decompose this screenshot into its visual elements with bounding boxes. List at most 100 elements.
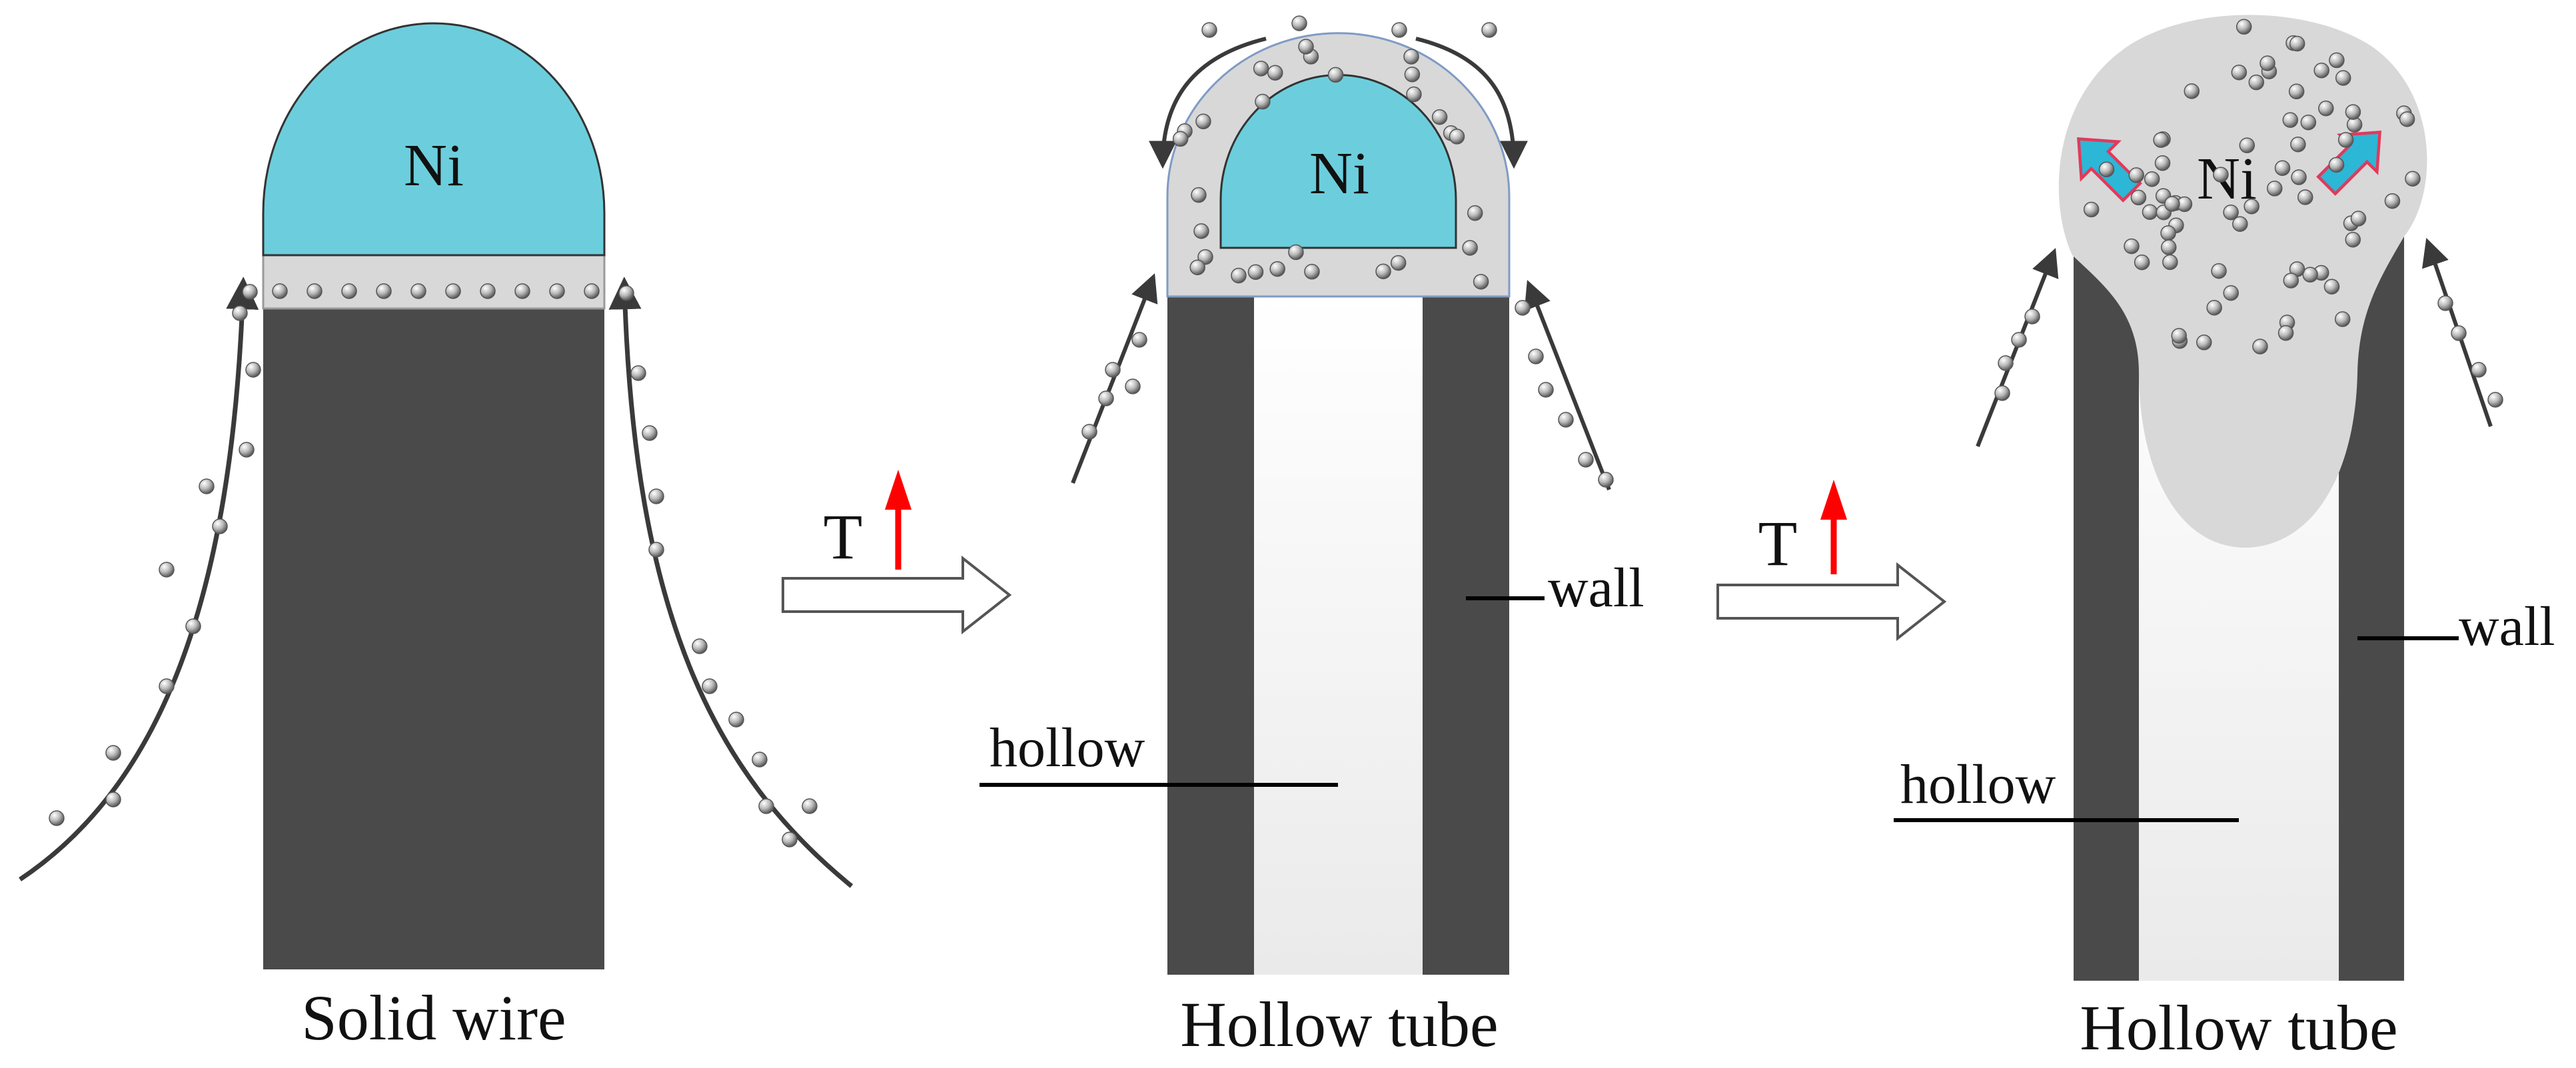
particle: [1105, 362, 1121, 378]
particle: [1390, 255, 1407, 271]
particle: [376, 283, 392, 299]
particle: [1327, 67, 1344, 83]
left-flow-arrow: [1071, 273, 1158, 484]
nickel-label: Ni: [404, 133, 464, 199]
particle: [2337, 132, 2354, 148]
particle: [1098, 390, 1114, 406]
particle: [642, 425, 658, 441]
particle: [307, 283, 322, 299]
tube-hollow: [1253, 296, 1425, 975]
particle: [1081, 424, 1097, 440]
particle: [2290, 137, 2306, 153]
particle: [2196, 334, 2212, 350]
particle: [2098, 161, 2115, 178]
particle: [2231, 64, 2248, 81]
particle: [2487, 392, 2503, 408]
particle: [1431, 109, 1448, 125]
particle: [2297, 189, 2313, 205]
particle: [1193, 223, 1209, 239]
particle: [1473, 274, 1489, 290]
particle: [1403, 49, 1419, 65]
left-flow-arrow: [19, 276, 259, 881]
particle: [2283, 272, 2299, 288]
particle: [1462, 240, 1478, 256]
particle: [232, 305, 248, 321]
caption: Hollow tube: [1180, 989, 1498, 1060]
particle-group: [1081, 15, 1614, 488]
particle: [2184, 83, 2200, 99]
particle: [1558, 412, 1574, 428]
particle: [1449, 129, 1465, 145]
particle: [2171, 328, 2187, 344]
nickel-cap: [262, 22, 606, 257]
particle: [2345, 104, 2361, 120]
right-flow-arrow: [1524, 280, 1611, 491]
particle: [245, 362, 261, 378]
particle: [2130, 189, 2147, 206]
particle: [692, 638, 708, 654]
particle: [2451, 325, 2467, 341]
particle: [2248, 74, 2265, 91]
particle: [2318, 100, 2334, 117]
temperature-label: T: [1758, 508, 1798, 579]
particle: [1528, 348, 1544, 364]
particle: [1267, 65, 1283, 81]
hollow-right-arrow-icon: [782, 555, 1012, 635]
tube-right-wall: [1423, 296, 1509, 975]
particle: [2399, 111, 2415, 127]
particle: [514, 283, 530, 299]
particle: [1998, 355, 2014, 371]
red-up-arrow-head: [885, 470, 912, 510]
particle: [1467, 205, 1483, 221]
particle: [2239, 137, 2255, 153]
particle: [1191, 187, 1207, 203]
particle: [212, 518, 228, 534]
particle: [2288, 83, 2305, 100]
transition-2: T: [1716, 480, 1947, 642]
particle: [272, 283, 288, 299]
particle: [752, 752, 768, 768]
particle: [758, 798, 774, 814]
particle: [1304, 264, 1320, 280]
particle: [49, 810, 65, 826]
particle-group: [1994, 19, 2503, 408]
particle: [549, 283, 565, 299]
particle: [2384, 193, 2401, 209]
particle: [1269, 261, 1285, 277]
particle: [2206, 300, 2222, 316]
particle: [185, 618, 201, 634]
particle: [702, 678, 718, 694]
particle: [1375, 263, 1391, 280]
particle: [2289, 35, 2305, 52]
particle: [2223, 284, 2239, 301]
particle-group: [49, 283, 818, 847]
particle: [2471, 362, 2487, 378]
particle: [242, 284, 258, 300]
hollow-right-arrow-icon: [1716, 562, 1947, 642]
particle: [2164, 196, 2180, 212]
particle: [239, 442, 255, 458]
particle: [1598, 472, 1614, 488]
particle: [2313, 63, 2329, 79]
particle: [2244, 199, 2259, 215]
particle: [2154, 155, 2171, 171]
particle: [2300, 114, 2317, 131]
particle: [159, 562, 175, 578]
red-up-arrow-head: [1820, 480, 1847, 520]
particle: [2328, 157, 2345, 173]
particle: [2259, 55, 2275, 71]
particle: [1201, 22, 1217, 38]
particle: [1131, 332, 1147, 348]
solid-wire-body: [263, 306, 604, 969]
particle: [1391, 22, 1407, 38]
panel-hollow-tube-1: Ni wall hollow Hollow tube: [979, 15, 1644, 1060]
particle: [2282, 112, 2299, 128]
particle: [1247, 264, 1264, 280]
particle: [2437, 295, 2453, 311]
tube-left-wall: [1167, 296, 1254, 975]
particle: [2329, 52, 2345, 69]
particle: [2291, 169, 2307, 185]
particle: [2277, 325, 2294, 341]
particle: [2274, 160, 2291, 177]
